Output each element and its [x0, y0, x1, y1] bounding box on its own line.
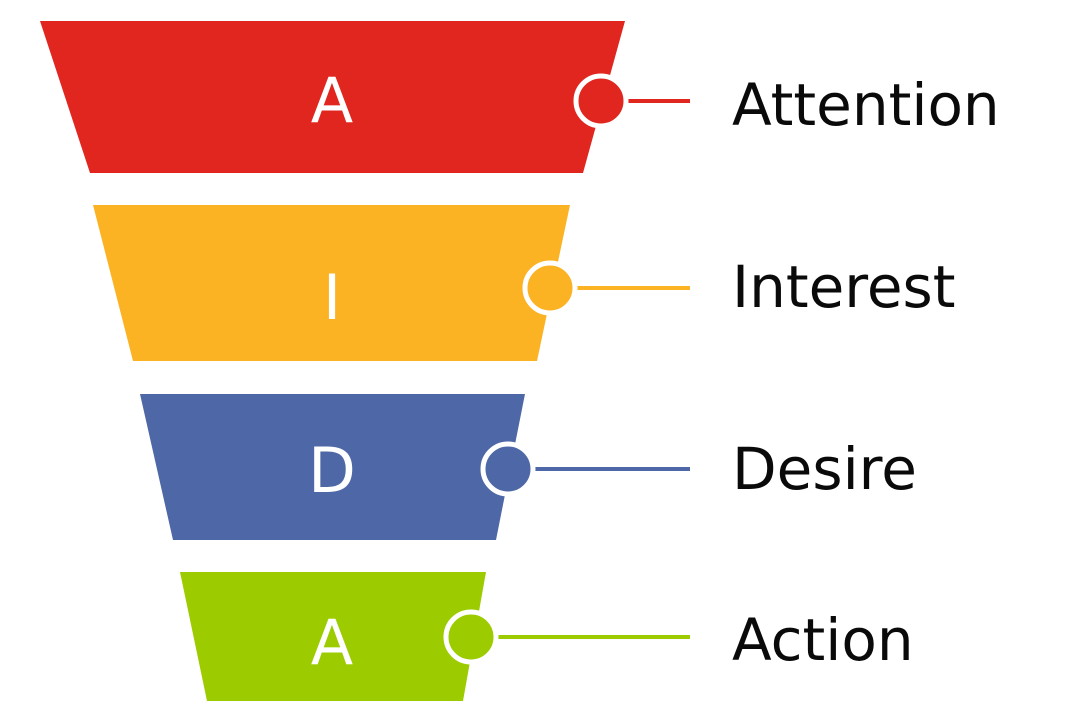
- funnel-stage-interest: I Interest: [93, 205, 956, 361]
- stage-letter-attention: A: [311, 64, 353, 137]
- stage-letter-action: A: [311, 606, 353, 679]
- funnel-stage-desire: D Desire: [140, 394, 917, 540]
- stage-label-desire: Desire: [732, 435, 917, 503]
- funnel-segment-desire: [140, 394, 525, 540]
- funnel-segment-interest: [93, 205, 570, 361]
- stage-letter-desire: D: [308, 434, 356, 507]
- funnel-segment-action: [180, 572, 486, 701]
- connector-dot-interest: [522, 260, 578, 316]
- stage-label-action: Action: [732, 606, 914, 674]
- stage-label-interest: Interest: [732, 253, 956, 321]
- funnel-segment-attention: [40, 21, 625, 173]
- funnel-stage-action: A Action: [180, 572, 914, 701]
- stage-letter-interest: I: [323, 261, 341, 334]
- connector-dot-action: [443, 609, 499, 665]
- funnel-stage-attention: A Attention: [40, 21, 1000, 173]
- stage-label-attention: Attention: [732, 71, 1000, 139]
- connector-dot-desire: [480, 441, 536, 497]
- connector-dot-attention: [573, 73, 629, 129]
